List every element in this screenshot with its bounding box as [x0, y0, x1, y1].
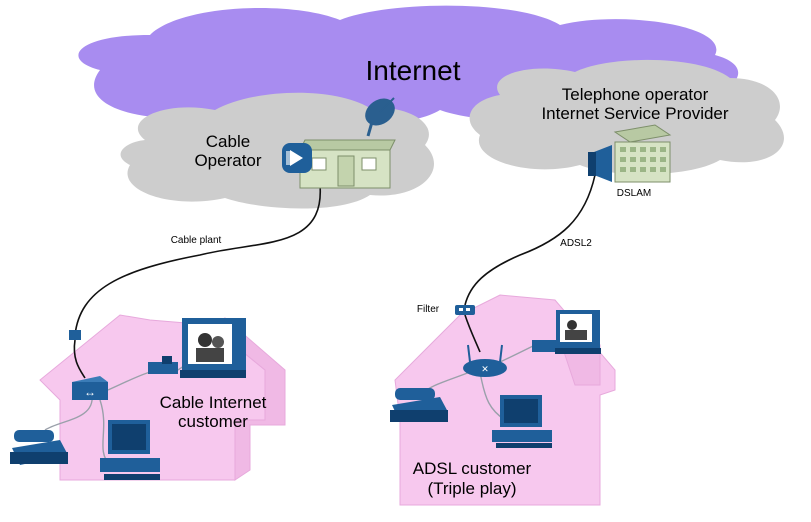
tv-icon	[180, 318, 246, 378]
telco-label-line1: Telephone operator	[562, 85, 709, 104]
cable-modem-icon	[148, 356, 178, 374]
telephone-icon	[10, 430, 68, 465]
svg-text:↔: ↔	[84, 385, 96, 399]
cable-drop-line	[73, 339, 86, 379]
dslam-label: DSLAM	[617, 188, 651, 199]
telephone-icon-adsl	[390, 388, 448, 422]
cable-customer-label-line1: Cable Internet	[160, 393, 267, 412]
pc-icon	[100, 420, 160, 480]
adsl2-line	[464, 174, 596, 306]
internet-label: Internet	[366, 55, 461, 86]
telco-label-line2: Internet Service Provider	[541, 104, 728, 123]
router-icon	[282, 143, 312, 173]
cables	[73, 174, 596, 379]
pc-icon-adsl	[492, 395, 552, 448]
cable-plant-label: Cable plant	[171, 235, 222, 246]
dslam-icon	[588, 145, 612, 182]
cable-tap-icon	[69, 330, 81, 340]
dslam-building-icon	[613, 124, 672, 183]
adsl2-label: ADSL2	[560, 238, 592, 249]
tv-icon-adsl	[555, 310, 601, 354]
wireless-router-icon: ✕	[463, 344, 507, 377]
building-icon	[299, 139, 396, 189]
cable-operator-label-line2: Operator	[194, 151, 261, 170]
cable-plant-line	[74, 184, 321, 336]
filter-label: Filter	[417, 304, 440, 315]
filter-icon	[455, 305, 475, 315]
filter-drop-line	[464, 314, 481, 353]
telco-cloud	[469, 59, 784, 175]
satellite-dish-icon	[365, 97, 395, 137]
splitter-icon: ↔	[72, 376, 108, 400]
adsl-customer-label-line1: ADSL customer	[413, 459, 532, 478]
cable-customer-label-line2: customer	[178, 412, 248, 431]
svg-text:✕: ✕	[481, 364, 489, 374]
adsl-customer-label-line2: (Triple play)	[427, 479, 516, 498]
set-top-box-icon	[532, 340, 560, 352]
cable-operator-label-line1: Cable	[206, 132, 250, 151]
